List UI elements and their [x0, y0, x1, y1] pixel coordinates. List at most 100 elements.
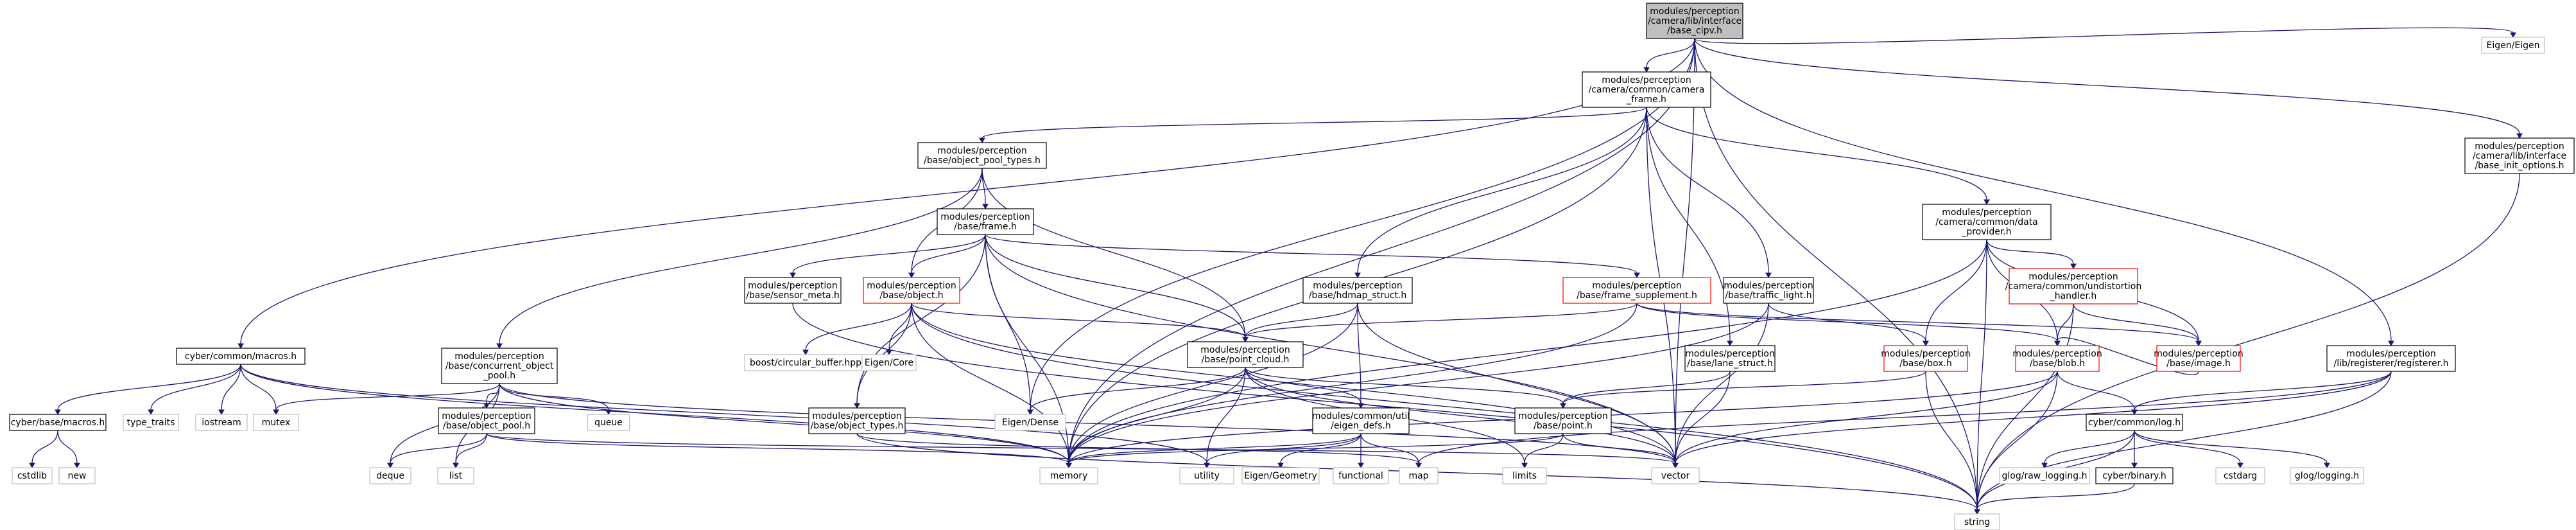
node-cstdarg[interactable]: cstdarg [2215, 467, 2265, 484]
node-box-queue [587, 414, 630, 431]
edge-traffic_light-to-memory [1068, 303, 1769, 464]
node-box-circular_buffer [744, 354, 867, 371]
node-deque[interactable]: deque [369, 467, 411, 484]
node-blob[interactable]: modules/perception/base/blob.h [2012, 345, 2102, 372]
node-label-object-1: /base/object.h [879, 290, 943, 301]
node-box-memory [1039, 467, 1098, 484]
node-eigen_geometry[interactable]: Eigen/Geometry [1241, 467, 1320, 484]
node-functional[interactable]: functional [1333, 467, 1389, 484]
node-cyber_macros[interactable]: cyber/common/macros.h [176, 348, 306, 365]
node-memory[interactable]: memory [1039, 467, 1098, 484]
node-label-deque-0: deque [376, 471, 404, 481]
node-label-object_pool_types-1: /base/object_pool_types.h [924, 155, 1041, 166]
node-box-cstdarg [2215, 467, 2265, 484]
node-label-point_cloud-1: /base/point_cloud.h [1202, 355, 1290, 365]
arrowhead-cyber_binary-to-string [1974, 509, 1980, 515]
node-undistortion_handler[interactable]: modules/perception/camera/common/undisto… [2005, 268, 2141, 305]
node-utility[interactable]: utility [1179, 467, 1234, 484]
node-point_cloud[interactable]: modules/perception/base/point_cloud.h [1187, 341, 1304, 368]
node-new[interactable]: new [58, 467, 96, 484]
edge-root-to-vector [1675, 38, 1695, 464]
node-image[interactable]: modules/perception/base/image.h [2154, 345, 2243, 372]
node-object[interactable]: modules/perception/base/object.h [863, 277, 960, 304]
node-eigen_dense[interactable]: Eigen/Dense [994, 414, 1066, 431]
edge-data_provider-to-string [1976, 239, 1987, 510]
node-label-cstdarg-0: cstdarg [2224, 471, 2257, 481]
node-object_types[interactable]: modules/perception/base/object_types.h [808, 407, 906, 434]
node-label-point-0: modules/perception [1518, 411, 1607, 421]
edge-frame-to-eigen_dense [985, 234, 1031, 411]
node-camera_frame[interactable]: modules/perception/camera/common/camera_… [1582, 71, 1711, 108]
edge-box-to-string [1925, 371, 1978, 510]
node-box-object_pool_types [917, 142, 1047, 169]
node-base_init_options[interactable]: modules/perception/camera/lib/interface/… [2464, 137, 2575, 174]
edge-point_cloud-to-vector [1245, 367, 1676, 464]
node-frame_supplement[interactable]: modules/perception/base/frame_supplement… [1562, 277, 1711, 304]
node-object_pool[interactable]: modules/perception/base/object_pool.h [438, 407, 535, 434]
edge-frame-to-frame_supplement [985, 234, 1638, 274]
node-box-point_cloud [1187, 341, 1304, 368]
node-eigen_defs[interactable]: modules/common/util/eigen_defs.h [1312, 407, 1410, 434]
arrowhead-camera_frame-to-hdmap_struct [1354, 272, 1361, 279]
edge-cyber_log-to-glog_raw_logging [2044, 430, 2135, 464]
node-lane_struct[interactable]: modules/perception/base/lane_struct.h [1684, 345, 1776, 372]
edge-root-to-eigen_dense [1030, 38, 1695, 411]
edge-cyber_macros-to-type_traits [150, 364, 241, 411]
node-cyber_base_macros[interactable]: cyber/base/macros.h [9, 414, 107, 431]
arrowhead-eigen_defs-to-eigen_geometry [1277, 463, 1284, 469]
node-cyber_log[interactable]: cyber/common/log.h [2086, 414, 2183, 431]
node-data_provider[interactable]: modules/perception/camera/common/data_pr… [1922, 204, 2052, 240]
node-box-root [1646, 3, 1743, 39]
node-label-lane_struct-1: /base/lane_struct.h [1687, 358, 1773, 369]
node-object_pool_types[interactable]: modules/perception/base/object_pool_type… [917, 142, 1047, 169]
node-iostream[interactable]: iostream [195, 414, 248, 431]
node-box-limits [1502, 467, 1547, 484]
node-glog_raw_logging[interactable]: glog/raw_logging.h [1999, 467, 2090, 484]
node-list[interactable]: list [437, 467, 474, 484]
node-label-hdmap_struct-1: /base/hdmap_struct.h [1309, 290, 1407, 301]
node-circular_buffer[interactable]: boost/circular_buffer.hpp [744, 354, 867, 371]
node-box-utility [1179, 467, 1234, 484]
node-frame[interactable]: modules/perception/base/frame.h [937, 208, 1034, 235]
arrowhead-box-to-point [1560, 403, 1566, 409]
node-mutex[interactable]: mutex [253, 414, 299, 431]
edge-object-to-circular_buffer [805, 303, 912, 351]
node-eigen_eigen[interactable]: Eigen/Eigen [2481, 37, 2545, 54]
node-label-eigen_core-0: Eigen/Core [865, 358, 913, 368]
node-label-camera_frame-0: modules/perception [1602, 75, 1691, 85]
node-label-camera_frame-1: /camera/common/camera [1589, 85, 1705, 95]
edge-camera_frame-to-data_provider [1646, 107, 1987, 200]
node-limits[interactable]: limits [1502, 467, 1547, 484]
node-string[interactable]: string [1954, 513, 2000, 530]
node-eigen_core[interactable]: Eigen/Core [861, 354, 917, 371]
arrowhead-concurrent_object_pool-to-mutex [273, 409, 279, 416]
node-vector[interactable]: vector [1651, 467, 1700, 484]
node-glog_logging[interactable]: glog/logging.h [2290, 467, 2364, 484]
node-map[interactable]: map [1399, 467, 1439, 484]
node-label-root-0: modules/perception [1650, 6, 1739, 17]
node-box[interactable]: modules/perception/base/box.h [1881, 345, 1971, 372]
node-label-registerer-1: /lib/registerer/registerer.h [2334, 358, 2449, 369]
edge-base_init_options-to-string [1976, 173, 2520, 510]
edge-object_pool-to-deque [390, 433, 487, 464]
node-label-point-1: /base/point.h [1534, 421, 1593, 431]
node-cyber_binary[interactable]: cyber/binary.h [2095, 467, 2174, 484]
node-label-memory-0: memory [1050, 471, 1088, 481]
edge-point_cloud-to-eigen_defs [1245, 367, 1361, 404]
node-registerer[interactable]: modules/perception/lib/registerer/regist… [2326, 345, 2456, 372]
node-traffic_light[interactable]: modules/perception/base/traffic_light.h [1723, 277, 1814, 304]
node-cstdlib[interactable]: cstdlib [12, 467, 53, 484]
edge-data_provider-to-box [1925, 239, 1987, 342]
edge-cyber_binary-to-string [1976, 483, 2135, 510]
node-type_traits[interactable]: type_traits [123, 414, 179, 431]
node-label-frame-1: /base/frame.h [954, 222, 1017, 232]
node-label-hdmap_struct-0: modules/perception [1313, 281, 1402, 291]
edge-registerer-to-vector [1675, 371, 2392, 464]
node-point[interactable]: modules/perception/base/point.h [1514, 407, 1612, 434]
node-concurrent_object_pool[interactable]: modules/perception/base/concurrent_objec… [441, 348, 558, 384]
node-sensor_meta[interactable]: modules/perception/base/sensor_meta.h [744, 277, 842, 304]
node-box-box [1883, 345, 1968, 372]
node-hdmap_struct[interactable]: modules/perception/base/hdmap_struct.h [1302, 277, 1413, 304]
node-label-sensor_meta-0: modules/perception [748, 281, 837, 291]
node-queue[interactable]: queue [587, 414, 630, 431]
